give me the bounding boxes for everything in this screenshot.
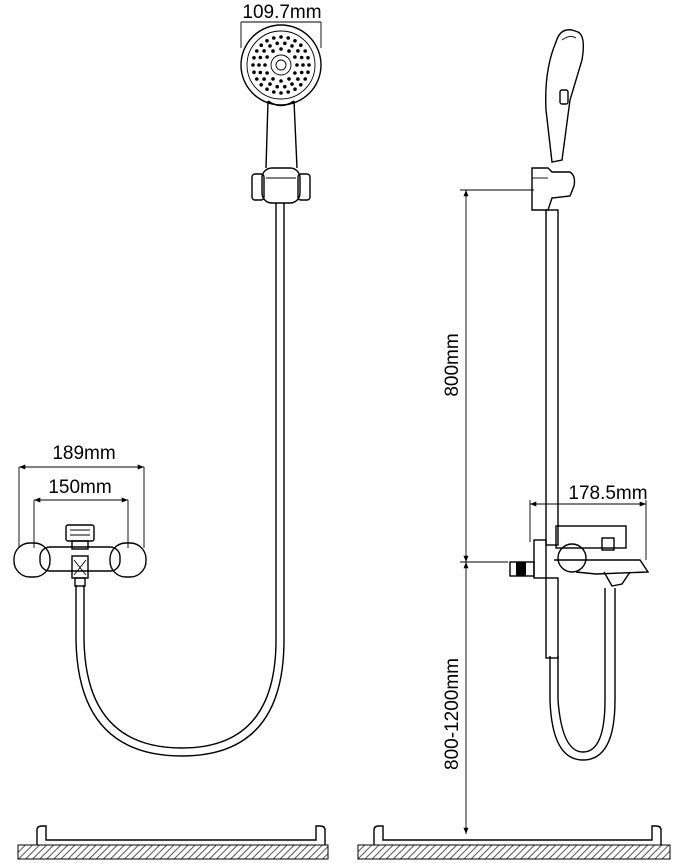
nozzle-dot xyxy=(306,56,310,60)
nozzle-dot xyxy=(293,39,297,43)
nozzle-dot xyxy=(307,63,311,67)
nozzle-dot xyxy=(303,49,308,53)
dimension-mixer-depth xyxy=(529,500,647,560)
nozzle-dot xyxy=(290,44,294,48)
dimension-inner-width xyxy=(33,497,129,548)
nozzle-dot xyxy=(295,63,299,67)
nozzle-dot xyxy=(262,49,266,53)
nozzle-dot xyxy=(299,83,303,87)
nozzle-dot xyxy=(268,44,272,48)
nozzle-dot xyxy=(275,41,280,46)
nozzle-dot xyxy=(268,82,272,86)
shower-head-side xyxy=(545,29,585,163)
mixer-side xyxy=(509,525,650,659)
nozzle-dot xyxy=(286,90,291,94)
nozzle-dot xyxy=(259,43,264,47)
nozzle-dot xyxy=(271,77,275,81)
tub-front xyxy=(17,825,329,860)
nozzle-dot xyxy=(296,77,300,81)
label-mixer-depth: 178.5mm xyxy=(568,483,647,504)
nozzle-dot xyxy=(290,82,294,86)
nozzle-dot xyxy=(287,77,291,81)
nozzle-dot xyxy=(265,39,269,43)
nozzle-dot xyxy=(301,63,305,67)
front-view: 189mm 150mm 109.7mm xyxy=(13,2,329,860)
nozzle-dot xyxy=(299,43,303,47)
label-inner-width: 150mm xyxy=(48,477,111,498)
tub-side xyxy=(357,825,671,860)
nozzle-dot xyxy=(279,47,283,51)
nozzle-dot xyxy=(271,49,275,53)
slide-rail-side xyxy=(545,209,559,546)
nozzle-dots xyxy=(251,35,311,95)
nozzle-dot xyxy=(299,55,304,60)
nozzle-dot xyxy=(293,55,297,59)
nozzle-dot xyxy=(296,49,300,53)
nozzle-dot xyxy=(265,87,269,91)
nozzle-dot xyxy=(275,84,280,89)
nozzle-dot xyxy=(258,55,263,60)
nozzle-dot xyxy=(263,63,267,67)
nozzle-dot xyxy=(252,56,256,60)
wall-holder-front xyxy=(251,167,311,204)
nozzle-dot xyxy=(299,70,304,75)
nozzle-dot xyxy=(286,36,291,40)
nozzle-dot xyxy=(287,49,291,53)
shower-head-front xyxy=(240,24,322,169)
nozzle-dot xyxy=(293,71,297,75)
dimension-head-diameter xyxy=(240,21,322,48)
nozzle-dot xyxy=(272,36,276,40)
slide-holder-side xyxy=(531,167,576,211)
nozzle-dot xyxy=(254,49,259,53)
nozzle-dot xyxy=(258,70,263,75)
nozzle-dot xyxy=(262,77,266,81)
label-mount-height: 800-1200mm xyxy=(442,658,463,770)
dimension-holder-height xyxy=(460,189,534,563)
hose-front xyxy=(75,203,285,757)
hose-side xyxy=(549,588,616,761)
side-view: 800mm 800-1200mm 178.5mm xyxy=(357,29,671,860)
label-holder-height: 800mm xyxy=(442,333,463,396)
nozzle-dot xyxy=(306,70,310,74)
nozzle-dot xyxy=(251,63,255,67)
mixer-front xyxy=(13,524,147,587)
nozzle-dot xyxy=(283,41,287,46)
nozzle-dot xyxy=(279,79,283,83)
nozzle-dot xyxy=(272,90,276,94)
label-head-diameter: 109.7mm xyxy=(242,2,321,23)
nozzle-dot xyxy=(259,83,264,87)
nozzle-dot xyxy=(265,55,269,59)
nozzle-dot xyxy=(283,84,287,89)
label-outer-width: 189mm xyxy=(52,443,115,464)
nozzle-dot xyxy=(303,77,308,81)
nozzle-dot xyxy=(265,71,269,75)
nozzle-dot xyxy=(254,77,259,81)
nozzle-dot xyxy=(252,70,256,74)
dimension-outer-width xyxy=(18,464,145,548)
nozzle-dot xyxy=(279,35,283,39)
nozzle-dot xyxy=(257,63,261,67)
nozzle-dot xyxy=(293,87,297,91)
nozzle-dot xyxy=(279,91,283,95)
